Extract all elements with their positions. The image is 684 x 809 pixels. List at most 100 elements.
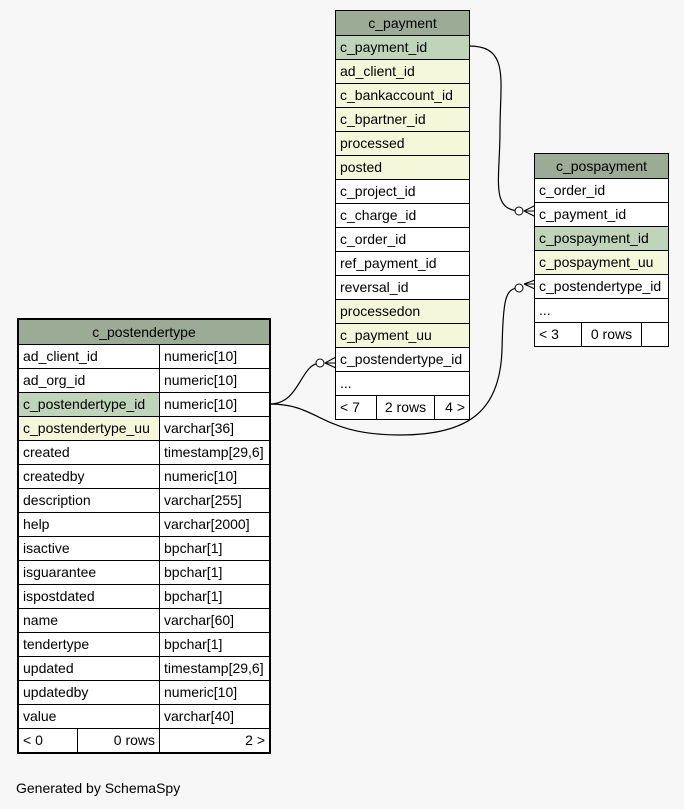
column-name: ad_org_id [23,372,86,388]
column-row[interactable]: c_order_id [336,227,469,251]
column-name: name [23,612,59,628]
table-title: c_pospayment [535,154,668,178]
column-type: numeric[10] [159,369,269,392]
edge-optional-marker [315,358,325,368]
column-row[interactable]: ad_client_id [336,59,469,83]
column-type: timestamp[29,6] [159,657,269,680]
column-name: c_payment_id [340,39,428,55]
table-c-payment[interactable]: c_payment c_payment_id ad_client_id c_ba… [335,10,470,420]
column-name: ... [539,302,551,318]
column-type: varchar[60] [159,609,269,632]
column-row[interactable]: c_pospayment_uu [535,250,668,274]
edge-payment-to-pospayment [468,45,521,212]
column-name: c_postendertype_id [340,351,463,367]
column-type: varchar[2000] [159,513,269,536]
table-summary-row: < 7 2 rows 4 > [336,395,469,419]
column-row[interactable]: updatedby numeric[10] [19,680,269,704]
column-type: timestamp[29,6] [159,441,269,464]
column-name: c_postendertype_id [539,278,662,294]
column-name: isactive [23,540,70,556]
column-row[interactable]: ... [336,371,469,395]
column-row[interactable]: tendertype bpchar[1] [19,632,269,656]
table-summary-row: < 3 0 rows [535,322,668,346]
children-count[interactable]: 4 > [434,396,469,419]
column-name: c_project_id [340,183,416,199]
column-type: bpchar[1] [159,537,269,560]
column-row[interactable]: ... [535,298,668,322]
column-name: description [23,492,91,508]
column-type: varchar[36] [159,417,269,440]
column-name: c_payment_id [539,206,627,222]
edge-optional-marker [514,206,524,216]
children-count[interactable]: 2 > [159,729,269,752]
column-row[interactable]: processedon [336,299,469,323]
parents-count[interactable]: < 7 [340,399,360,415]
column-row[interactable]: isactive bpchar[1] [19,536,269,560]
column-type: varchar[255] [159,489,269,512]
column-row[interactable]: c_charge_id [336,203,469,227]
parents-count[interactable]: < 3 [539,326,559,342]
column-row[interactable]: c_postendertype_id [336,347,469,371]
table-title: c_postendertype [19,320,269,344]
column-type: numeric[10] [159,681,269,704]
column-row[interactable]: posted [336,155,469,179]
column-name: processed [340,135,405,151]
column-row[interactable]: c_payment_id [535,202,668,226]
column-name: updatedby [23,684,89,700]
column-row[interactable]: description varchar[255] [19,488,269,512]
row-count: 0 rows [77,729,159,752]
edge-crowfoot-marker [523,205,535,217]
column-name: ad_client_id [340,63,415,79]
column-name: c_postendertype_uu [19,417,159,440]
column-row[interactable]: c_bpartner_id [336,107,469,131]
edge-postendertype-to-payment [269,362,321,405]
edge-crowfoot-marker [523,279,536,290]
children-count[interactable] [641,323,668,346]
column-name: c_pospayment_uu [539,254,654,270]
row-count: 0 rows [581,323,641,346]
column-row[interactable]: c_order_id [535,178,668,202]
column-name: c_order_id [340,231,407,247]
column-type: bpchar[1] [159,633,269,656]
column-name: tendertype [23,636,90,652]
column-row[interactable]: c_payment_uu [336,323,469,347]
parents-count[interactable]: < 0 [23,732,43,748]
column-row[interactable]: c_project_id [336,179,469,203]
edge-postendertype-to-pospayment [269,287,520,436]
column-row[interactable]: c_payment_id [336,35,469,59]
column-row[interactable]: ad_org_id numeric[10] [19,368,269,392]
column-name: reversal_id [340,279,409,295]
column-row[interactable]: processed [336,131,469,155]
row-count: 2 rows [376,396,434,419]
column-row[interactable]: ref_payment_id [336,251,469,275]
column-row[interactable]: c_postendertype_id [535,274,668,298]
column-type: bpchar[1] [159,561,269,584]
column-name: c_pospayment_id [539,230,649,246]
column-type: numeric[10] [159,393,269,416]
column-row[interactable]: name varchar[60] [19,608,269,632]
table-title: c_payment [336,11,469,35]
table-c-pospayment[interactable]: c_pospayment c_order_id c_payment_id c_p… [534,153,669,347]
column-type: numeric[10] [159,465,269,488]
column-type: bpchar[1] [159,585,269,608]
column-row[interactable]: c_pospayment_id [535,226,668,250]
column-row[interactable]: c_bankaccount_id [336,83,469,107]
column-name: ... [340,375,352,391]
column-name: c_bpartner_id [340,111,426,127]
column-name: c_charge_id [340,207,417,223]
column-row[interactable]: updated timestamp[29,6] [19,656,269,680]
column-name: updated [23,660,74,676]
column-row[interactable]: reversal_id [336,275,469,299]
column-type: varchar[40] [159,705,269,728]
